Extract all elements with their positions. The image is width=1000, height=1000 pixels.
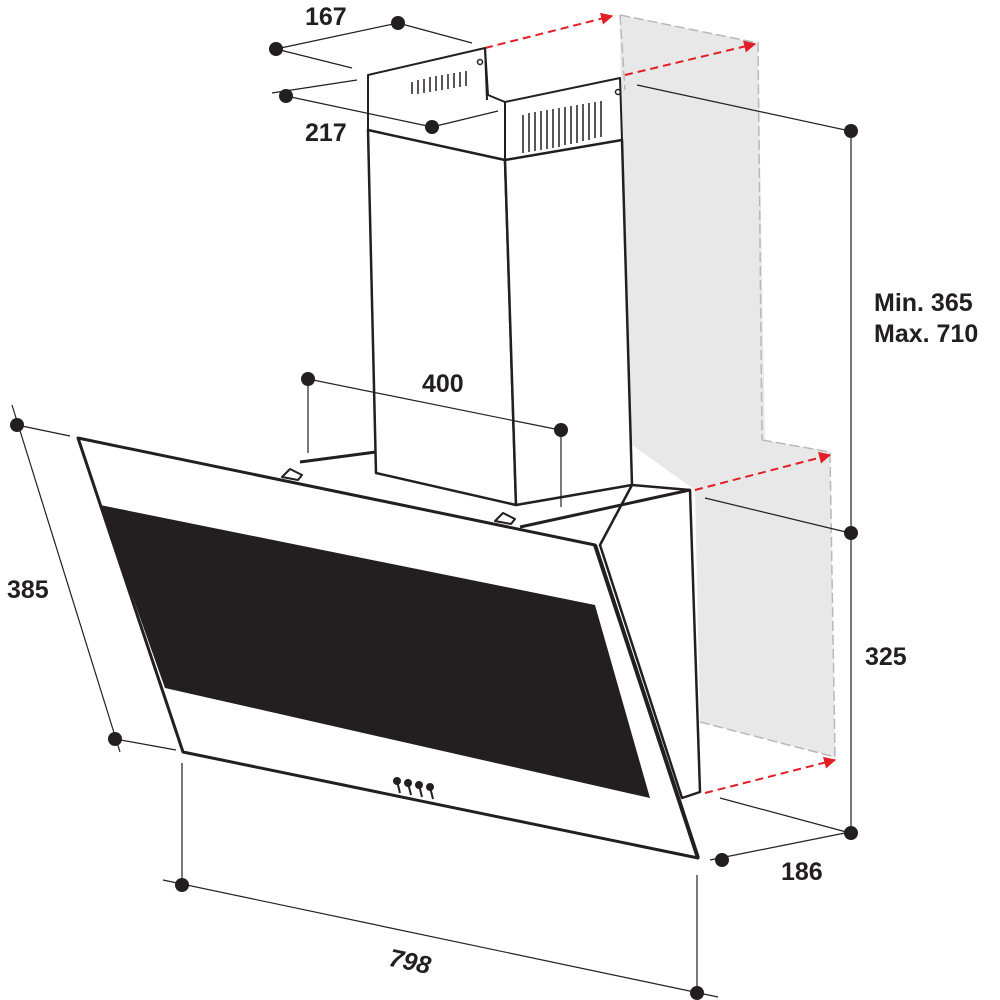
dimension-label-body-depth: 186: [781, 858, 823, 886]
chimney-height-min: Min. 365: [874, 289, 973, 317]
chimney-height-max: Max. 710: [874, 320, 979, 348]
control-button-1[interactable]: [393, 777, 401, 794]
dimension-label-chimney-height: Min. 365 Max. 710: [874, 288, 978, 350]
chimney: [366, 47, 634, 507]
projection-arrows: [484, 12, 837, 794]
vent-slots-front: [522, 101, 602, 153]
control-button-4[interactable]: [426, 783, 434, 800]
dimension-label-body-height: 325: [865, 643, 907, 671]
dimension-label-chimney-width: 217: [305, 119, 347, 147]
hood-body: [299, 450, 702, 800]
vent-slots-back: [411, 71, 467, 94]
control-button-3[interactable]: [415, 781, 423, 798]
dimension-label-canopy-depth: 385: [7, 576, 49, 604]
dimension-lines: [11, 22, 852, 998]
dimension-dots: [10, 16, 858, 1000]
control-buttons: [393, 777, 434, 800]
dimension-label-bracket-spacing: 400: [422, 370, 464, 398]
canopy-panel: [76, 436, 700, 860]
control-button-2[interactable]: [404, 779, 412, 796]
dimension-label-chimney-depth: 167: [305, 3, 347, 31]
wall-area: [619, 14, 836, 758]
